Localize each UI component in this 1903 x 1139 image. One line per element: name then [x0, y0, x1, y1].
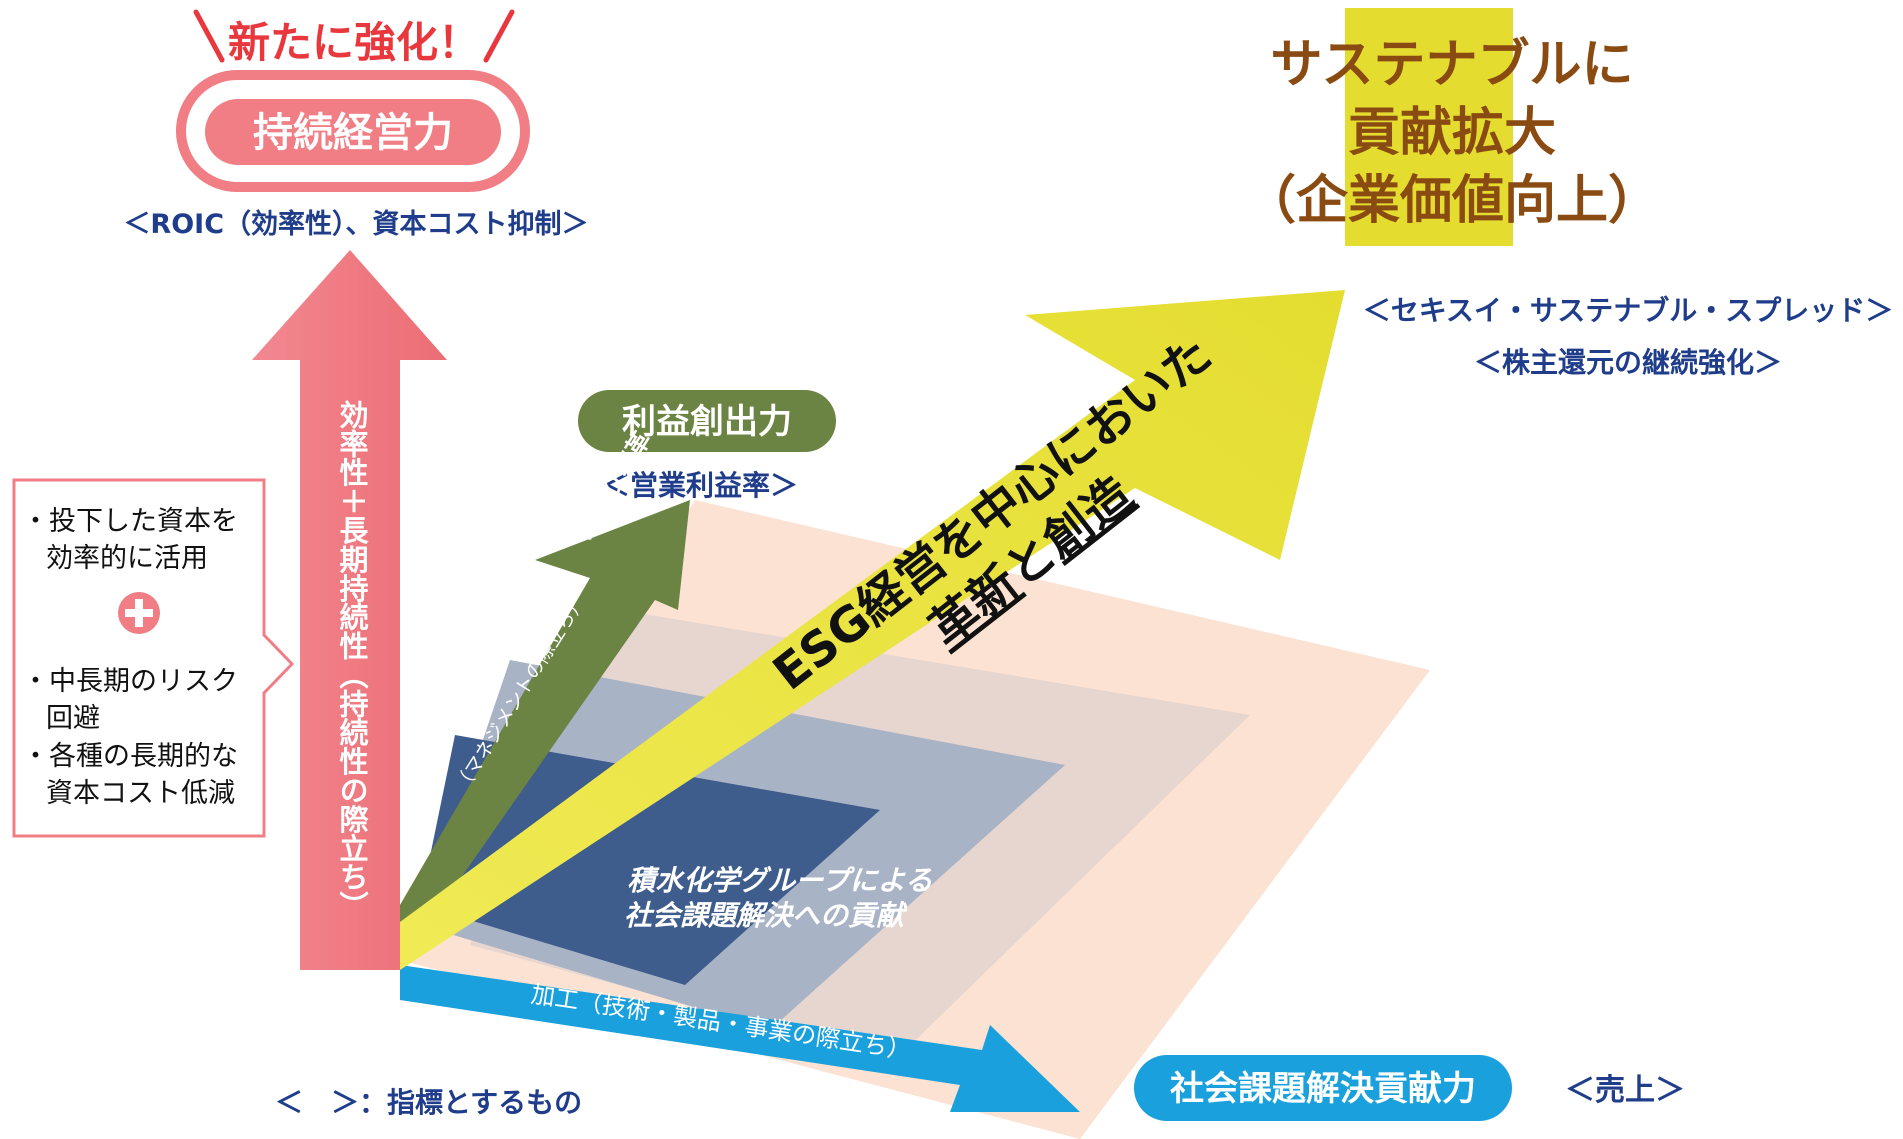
- plane-layer-1: [420, 735, 880, 985]
- vertical-arrow-text: 効率性＋長期持続性（持続性の際立ち）: [335, 399, 369, 920]
- sustainable-power-label: 持続経営力: [253, 110, 453, 156]
- olive-arrow: [400, 500, 690, 965]
- profit-power-label: 利益創出力: [622, 402, 792, 442]
- pink-vertical-arrow: [252, 250, 447, 970]
- goal-highlight: [1345, 8, 1513, 246]
- goal-line-1: サステナブルに: [1271, 35, 1634, 95]
- side-item2-line1: ・中長期のリスク: [22, 666, 238, 697]
- esg-yellow-arrow: [400, 290, 1345, 970]
- sustainable-power-pill: [205, 99, 501, 165]
- plus-icon-v: [135, 599, 143, 627]
- goal-metric-2: ＜株主還元の継続強化＞: [1474, 346, 1782, 379]
- side-callout-box: [12, 478, 295, 838]
- side-item1-line2: 効率的に活用: [46, 543, 208, 574]
- badge-line-left: [193, 9, 225, 63]
- sustainable-power-metric: ＜ROIC（効率性）、資本コスト抑制＞: [123, 208, 588, 240]
- goal-line-2: 貢献拡大: [1348, 103, 1556, 163]
- plane-label-line2: 社会課題解決への貢献: [624, 899, 908, 932]
- profit-power-metric: ＜営業利益率＞: [602, 469, 798, 502]
- social-power-metric: ＜売上＞: [1565, 1073, 1685, 1108]
- profit-power-pill: [578, 390, 836, 452]
- side-item3-line2: 資本コスト低減: [46, 778, 235, 809]
- legend-note: ＜ ＞：指標とするもの: [275, 1086, 582, 1119]
- side-item2-line2: 回避: [46, 703, 100, 734]
- side-item1-line1: ・投下した資本を: [22, 506, 238, 537]
- goal-line-3: （企業価値向上）: [1244, 171, 1660, 231]
- plane-label-line1: 積水化学グループによる: [627, 864, 932, 897]
- goal-metric-1: ＜セキスイ・サステナブル・スプレッド＞: [1363, 294, 1894, 327]
- social-power-pill: [1134, 1055, 1512, 1121]
- social-power-label: 社会課題解決貢献力: [1170, 1069, 1476, 1109]
- blue-axis-arrow: [400, 965, 1080, 1112]
- badge-line-right: [483, 9, 515, 63]
- new-badge-text: 新たに強化！: [228, 18, 480, 67]
- side-item3-line1: ・各種の長期的な: [22, 741, 238, 772]
